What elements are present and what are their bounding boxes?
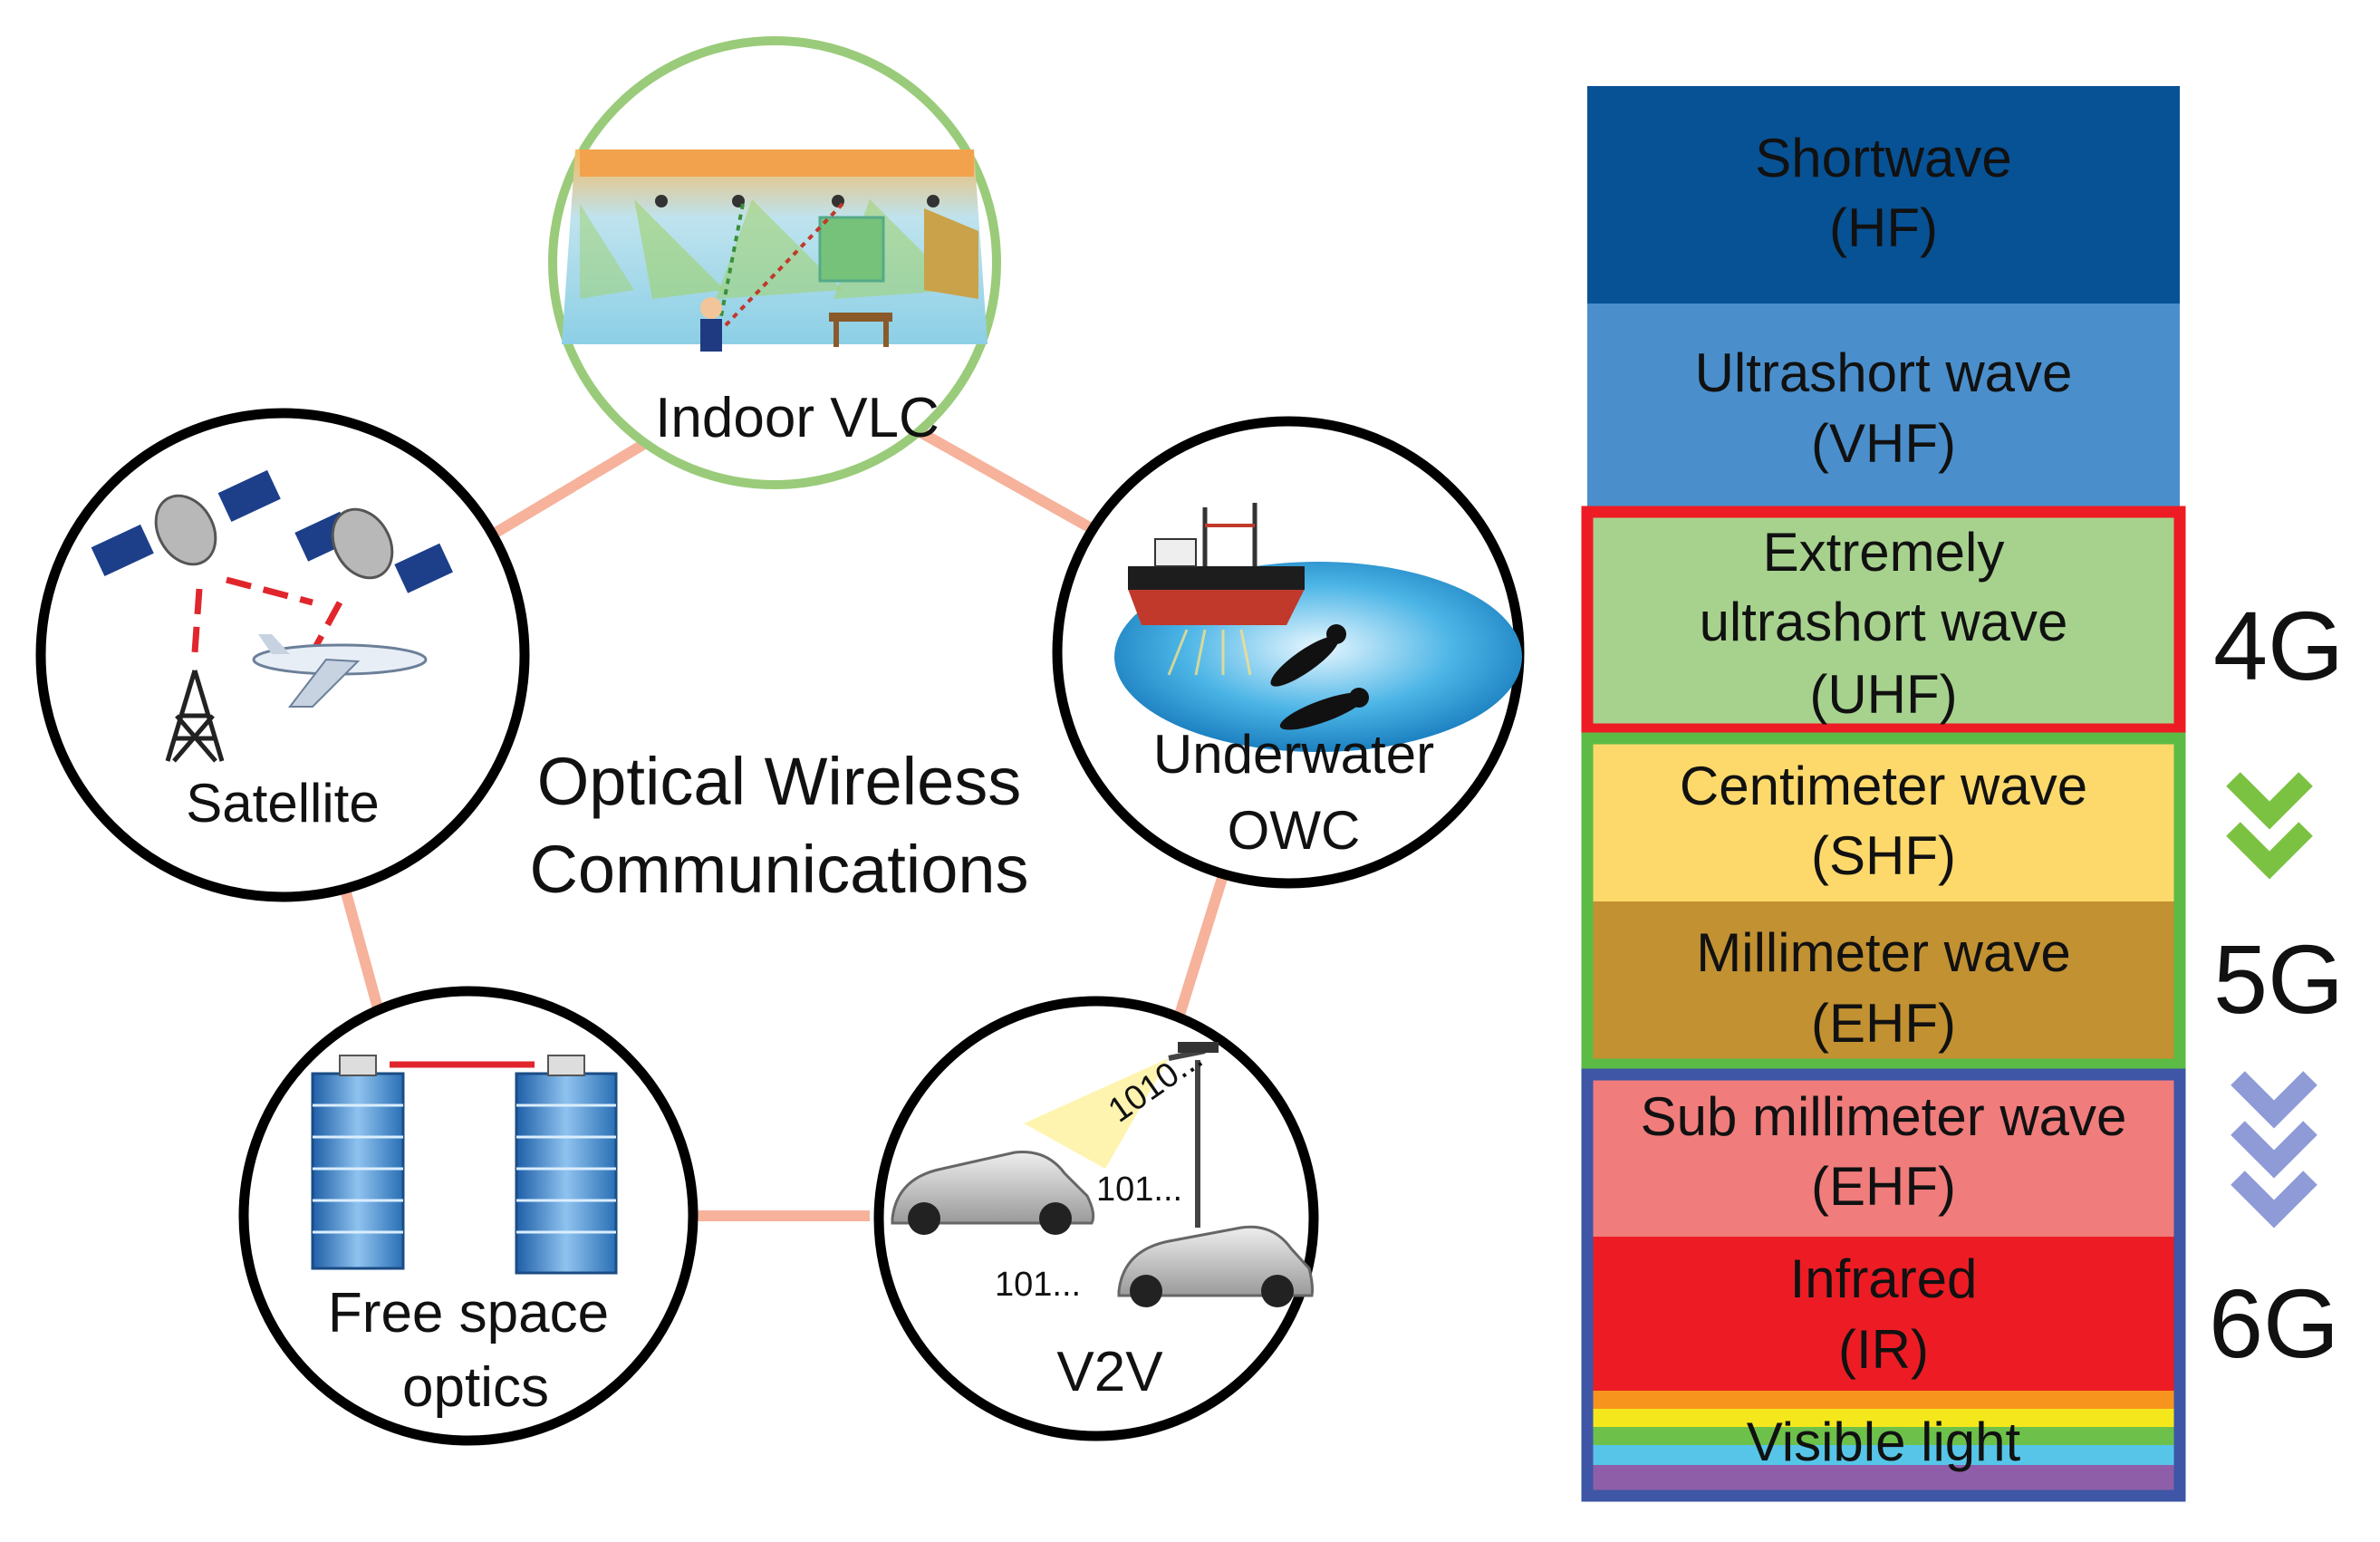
node-free-space-optics: Free space optics	[238, 986, 699, 1446]
band-vhf-name: Ultrashort wave	[1695, 342, 2073, 403]
band-vhf	[1587, 304, 2180, 512]
band-ir	[1587, 1237, 2180, 1391]
desk-icon	[829, 313, 892, 347]
underwater-label-line2: OWC	[1228, 800, 1361, 861]
g4-frame	[1581, 506, 2186, 736]
antenna-tower-icon	[165, 670, 225, 763]
gen-4g-label: 4G	[2213, 591, 2344, 700]
fso-label-line2: optics	[402, 1356, 549, 1419]
band-hf	[1587, 86, 2180, 304]
band-hf-name: Shortwave	[1755, 128, 2011, 188]
diver-icon	[1279, 688, 1369, 730]
fso-label-line1: Free space	[328, 1282, 609, 1344]
band-shf	[1587, 729, 2180, 901]
band-ir-name: Infrared	[1790, 1248, 1978, 1309]
v2v-circle	[873, 996, 1319, 1441]
diver-icon	[1270, 624, 1346, 687]
g5-frame	[1581, 732, 2186, 1071]
streetlight-beam	[1024, 1058, 1169, 1169]
center-title-line2: Communications	[529, 832, 1028, 907]
band-ir-code: (IR)	[1838, 1319, 1929, 1380]
band-ehf-code: (EHF)	[1811, 993, 1956, 1054]
node-satellite: Satellite	[35, 408, 530, 902]
car-icon	[1117, 1225, 1315, 1307]
satellite-icon	[91, 469, 281, 576]
v2v-car1-code: 101...	[1096, 1171, 1182, 1209]
satellite-label: Satellite	[186, 773, 379, 834]
light-beam	[1167, 629, 1252, 676]
gen-5g-label: 5G	[2213, 924, 2344, 1034]
v2v-label: V2V	[1056, 1341, 1163, 1403]
chevron-down-icon	[2226, 772, 2313, 880]
car-icon	[891, 1150, 1095, 1235]
satellite-links	[191, 576, 343, 654]
band-uhf-name-1: Extremely	[1763, 522, 2005, 583]
satellite-icon	[294, 507, 453, 593]
node-v2v: 1010... 101... 101... V2V	[873, 996, 1319, 1441]
spectrum-column: Shortwave (HF) Ultrashort wave (VHF) Ext…	[1581, 86, 2344, 1502]
band-visible-name: Visible light	[1747, 1412, 2021, 1472]
underwater-label-line1: Underwater	[1153, 724, 1434, 785]
chevron-down-icon	[2231, 1071, 2317, 1229]
band-sub-mm-name: Sub millimeter wave	[1641, 1086, 2127, 1147]
g6-frame	[1581, 1068, 2186, 1502]
gen-6g-label: 6G	[2209, 1268, 2339, 1378]
band-sub-mm	[1587, 1069, 2180, 1237]
band-ehf	[1587, 901, 2180, 1065]
node-indoor-vlc: Indoor VLC	[548, 36, 1001, 489]
band-shf-name: Centimeter wave	[1680, 756, 2087, 816]
streetlight-icon	[1168, 1042, 1219, 1228]
room-illustration	[562, 149, 988, 352]
band-uhf-name-2: ultrashort wave	[1700, 592, 2068, 652]
band-uhf-code: (UHF)	[1809, 664, 1957, 725]
airplane-icon	[252, 634, 428, 708]
building-icon	[311, 1055, 405, 1270]
band-vhf-code: (VHF)	[1811, 413, 1956, 474]
center-title-line1: Optical Wireless	[537, 744, 1022, 819]
band-ehf-name: Millimeter wave	[1696, 922, 2070, 983]
band-uhf	[1587, 512, 2180, 729]
ship-icon	[1128, 503, 1305, 625]
v2v-car2-code: 101...	[995, 1266, 1081, 1304]
vlc-label: Indoor VLC	[655, 387, 939, 449]
band-sub-mm-code: (EHF)	[1811, 1156, 1956, 1217]
node-underwater-owc: Underwater OWC	[1052, 416, 1525, 889]
building-icon	[515, 1055, 618, 1275]
visible-light-rainbow	[1587, 1391, 2180, 1490]
band-hf-code: (HF)	[1829, 198, 1938, 258]
person-icon	[700, 297, 722, 352]
band-shf-code: (SHF)	[1811, 825, 1956, 886]
center-title: Optical Wireless Communications	[529, 744, 1028, 907]
